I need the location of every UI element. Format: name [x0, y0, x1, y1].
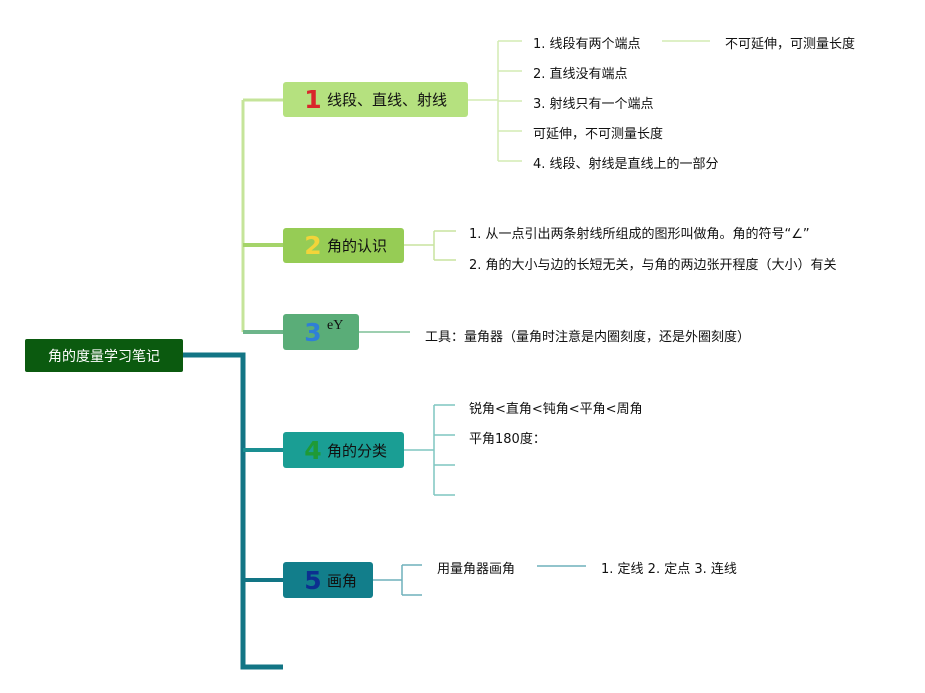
topic-5-label: 画角 [327, 571, 358, 590]
topic-5-item-1-detail[interactable]: 1. 定线 2. 定点 3. 连线 [601, 562, 737, 577]
topic-3[interactable]: 3 eY [283, 314, 359, 350]
topic-1-item-4[interactable]: 可延伸，不可测量长度 [533, 127, 664, 142]
topic-4-item-1[interactable]: 锐角<直角<钝角<平角<周角 [469, 402, 643, 417]
topic-4[interactable]: 4 角的分类 [283, 432, 404, 468]
topic-4-number: 4 [304, 435, 322, 465]
root-topic-label: 角的度量学习笔记 [48, 348, 160, 365]
topic-1-number: 1 [304, 85, 322, 114]
topic-5[interactable]: 5 画角 [283, 562, 373, 598]
topic-2-number: 2 [304, 231, 322, 260]
topic-1-item-1[interactable]: 1. 线段有两个端点 [533, 37, 641, 52]
topic-3-label: eY [327, 318, 344, 333]
topic-3-number: 3 [304, 317, 322, 347]
topic-2[interactable]: 2 角的认识 [283, 228, 404, 263]
topic-5-number: 5 [304, 565, 322, 595]
topic-1-label: 线段、直线、射线 [327, 91, 448, 109]
topic-1-item-5[interactable]: 4. 线段、射线是直线上的一部分 [533, 157, 719, 172]
topic-4-label: 角的分类 [327, 441, 388, 460]
topic-2-item-1[interactable]: 1. 从一点引出两条射线所组成的图形叫做角。角的符号“∠” [469, 227, 810, 242]
topic-5-item-1[interactable]: 用量角器画角 [437, 562, 516, 577]
topic-2-label: 角的认识 [327, 237, 388, 255]
topic-1-item-3[interactable]: 3. 射线只有一个端点 [533, 97, 654, 112]
topic-4-item-2[interactable]: 平角180度： [469, 432, 546, 447]
root-topic[interactable]: 角的度量学习笔记 [25, 339, 183, 372]
topic-1[interactable]: 1 线段、直线、射线 [283, 82, 468, 117]
topic-3-item-1[interactable]: 工具：量角器（量角时注意是内圈刻度，还是外圈刻度） [425, 330, 751, 345]
topic-1-item-2[interactable]: 2. 直线没有端点 [533, 67, 628, 82]
topic-1-item-1-detail[interactable]: 不可延伸，可测量长度 [725, 37, 856, 52]
topic-2-item-2[interactable]: 2. 角的大小与边的长短无关，与角的两边张开程度（大小）有关 [469, 258, 837, 273]
